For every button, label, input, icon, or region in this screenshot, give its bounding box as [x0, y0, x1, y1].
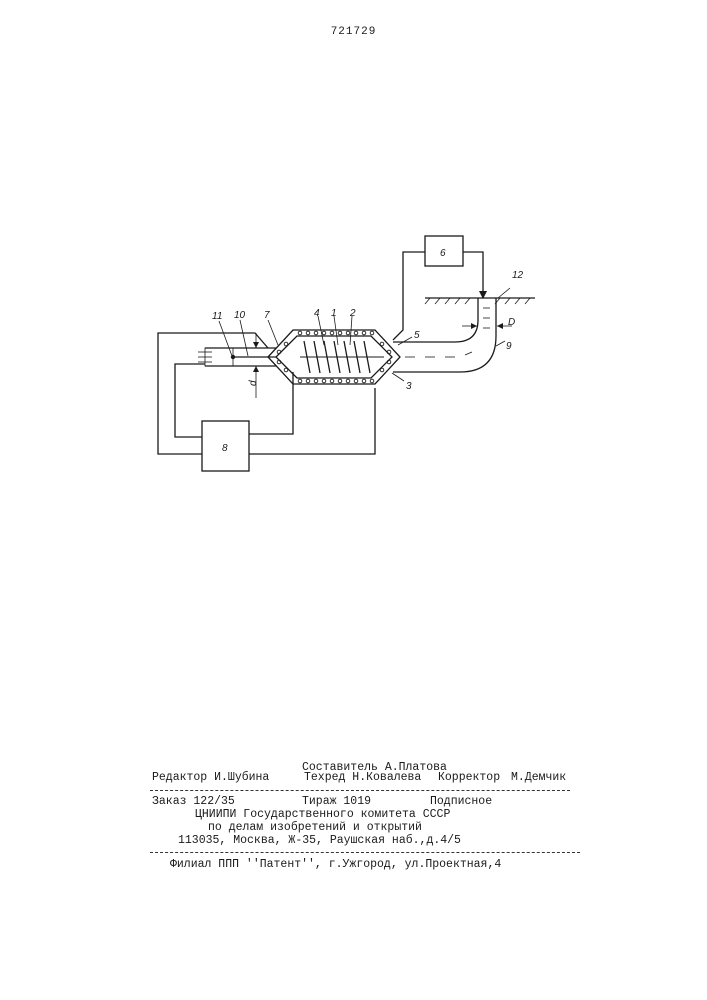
circulation-line: Тираж 1019 [302, 795, 371, 808]
wire-bottom [249, 388, 375, 454]
label-9: 9 [506, 341, 512, 352]
wire-left-inner [175, 364, 205, 437]
order-line: Заказ 122/35 [152, 795, 235, 808]
editor-line: Редактор И.Шубина [152, 771, 269, 784]
corrector-name: М.Демчик [511, 771, 566, 784]
techred-line: Техред Н.Ковалева [304, 771, 421, 784]
label-6: 6 [440, 248, 446, 259]
label-1: 1 [331, 308, 337, 319]
label-d: d [248, 380, 259, 386]
corrector-label: Корректор [438, 771, 500, 784]
address-line: 113035, Москва, Ж-35, Раушская наб.,д.4/… [178, 834, 461, 847]
label-11: 11 [212, 311, 222, 322]
org-line-2: по делам изобретений и открытий [208, 821, 422, 834]
label-D: D [508, 317, 515, 328]
divider-1 [150, 790, 570, 791]
label-7: 7 [264, 310, 270, 321]
label-2: 2 [349, 308, 356, 319]
label-8: 8 [222, 443, 228, 454]
wire-to-block6 [393, 252, 425, 340]
label-4: 4 [314, 308, 320, 319]
tube-outer-wall [393, 298, 496, 372]
label-5: 5 [414, 330, 420, 341]
tube-inner-wall [393, 298, 478, 342]
label-3: 3 [406, 381, 412, 392]
org-line-1: ЦНИИПИ Государственного комитета СССР [195, 808, 450, 821]
divider-2 [150, 852, 580, 853]
subscription-line: Подписное [430, 795, 492, 808]
label-12: 12 [512, 270, 524, 281]
label-10: 10 [234, 310, 246, 321]
branch-line: Филиал ППП ''Патент'', г.Ужгород, ул.Про… [170, 858, 501, 871]
coil [300, 341, 384, 373]
